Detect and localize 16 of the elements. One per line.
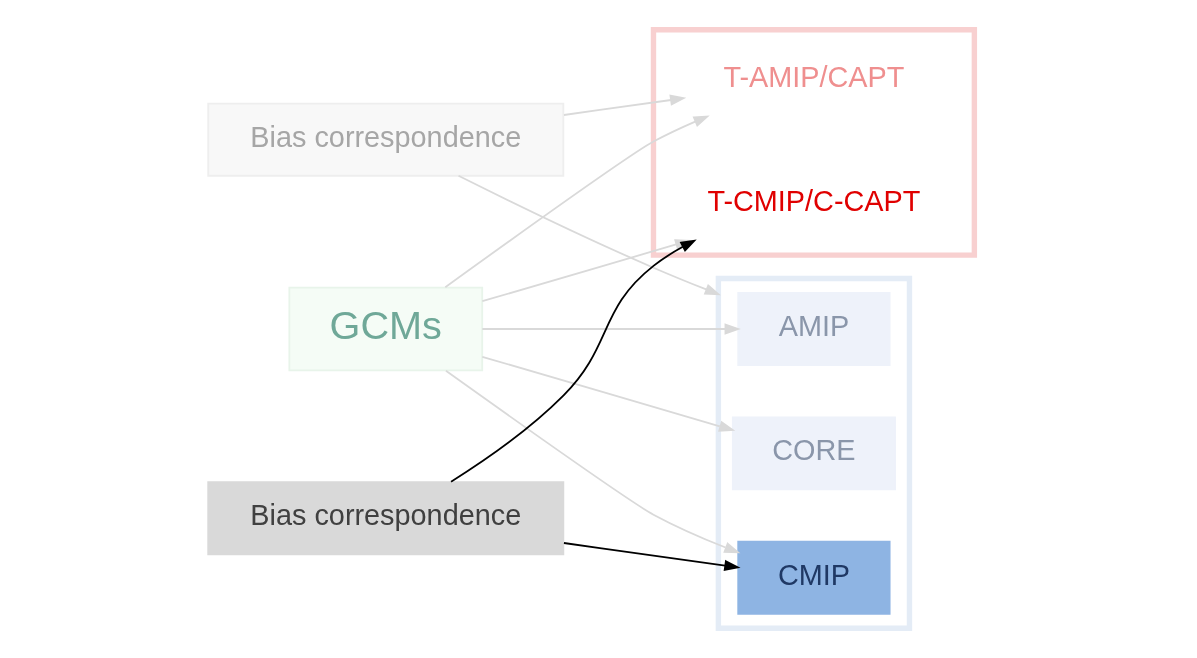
arrow xyxy=(445,369,741,554)
node-box: CMIP xyxy=(737,540,891,615)
node-text: T-CMIP/C-CAPT xyxy=(707,185,921,218)
node-box: Bias correspondence xyxy=(207,481,565,556)
arrow xyxy=(481,355,736,432)
arrow xyxy=(481,323,741,335)
arrow xyxy=(563,94,687,116)
node-text: T-AMIP/CAPT xyxy=(723,61,905,94)
cluster xyxy=(650,27,978,258)
node-box: CORE xyxy=(731,416,896,491)
node-box: Bias correspondence xyxy=(207,102,565,177)
arrow xyxy=(457,174,721,296)
arrow xyxy=(563,542,741,572)
arrow xyxy=(444,115,710,289)
node-box: GCMs xyxy=(288,286,484,372)
node-box: AMIP xyxy=(737,292,891,366)
